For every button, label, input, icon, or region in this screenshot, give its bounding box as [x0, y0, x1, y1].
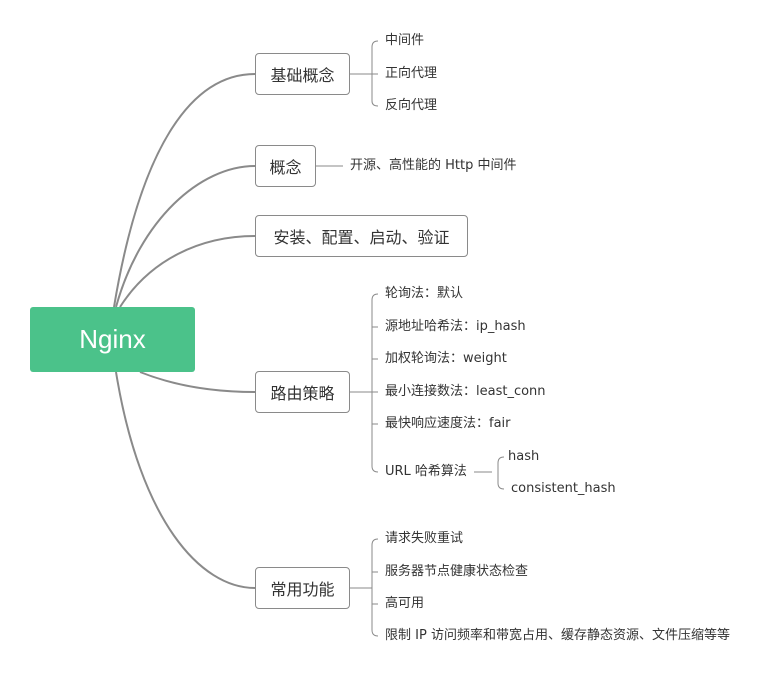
leaf-high-availability[interactable]: 高可用	[385, 596, 425, 611]
leaf-ip-hash[interactable]: 源地址哈希法：ip_hash	[385, 319, 526, 334]
branch-basic-concepts[interactable]: 基础概念	[255, 53, 350, 95]
leaf-reverse-proxy[interactable]: 反向代理	[385, 98, 438, 113]
leaf-round-robin[interactable]: 轮询法：默认	[385, 286, 464, 301]
leaf-weighted-round-robin[interactable]: 加权轮询法：weight	[385, 351, 507, 366]
root-node[interactable]: Nginx	[30, 307, 195, 372]
leaf-consistent-hash[interactable]: consistent_hash	[511, 481, 616, 496]
connector-root-basics	[113, 73, 256, 308]
connector-root-routing	[139, 371, 256, 393]
leaf-rate-limit-cache-compress[interactable]: 限制 IP 访问频率和带宽占用、缓存静态资源、文件压缩等等	[385, 628, 730, 643]
branch-concept[interactable]: 概念	[255, 145, 316, 187]
connector-root-concept	[115, 165, 256, 308]
branch-install-config[interactable]: 安装、配置、启动、验证	[255, 215, 468, 257]
leaf-middleware[interactable]: 中间件	[385, 33, 425, 48]
leaf-retry[interactable]: 请求失败重试	[385, 531, 464, 546]
connector-root-features	[115, 371, 256, 589]
leaf-fair[interactable]: 最快响应速度法：fair	[385, 416, 511, 431]
leaf-forward-proxy[interactable]: 正向代理	[385, 66, 438, 81]
leaf-health-check[interactable]: 服务器节点健康状态检查	[385, 564, 529, 579]
branch-routing-strategy[interactable]: 路由策略	[255, 371, 350, 413]
connector-root-install	[119, 235, 256, 308]
branch-common-features[interactable]: 常用功能	[255, 567, 350, 609]
leaf-hash[interactable]: hash	[508, 449, 540, 464]
leaf-url-hash[interactable]: URL 哈希算法	[385, 464, 467, 479]
leaf-least-conn[interactable]: 最小连接数法：least_conn	[385, 384, 546, 399]
leaf-concept-description[interactable]: 开源、高性能的 Http 中间件	[350, 158, 517, 173]
